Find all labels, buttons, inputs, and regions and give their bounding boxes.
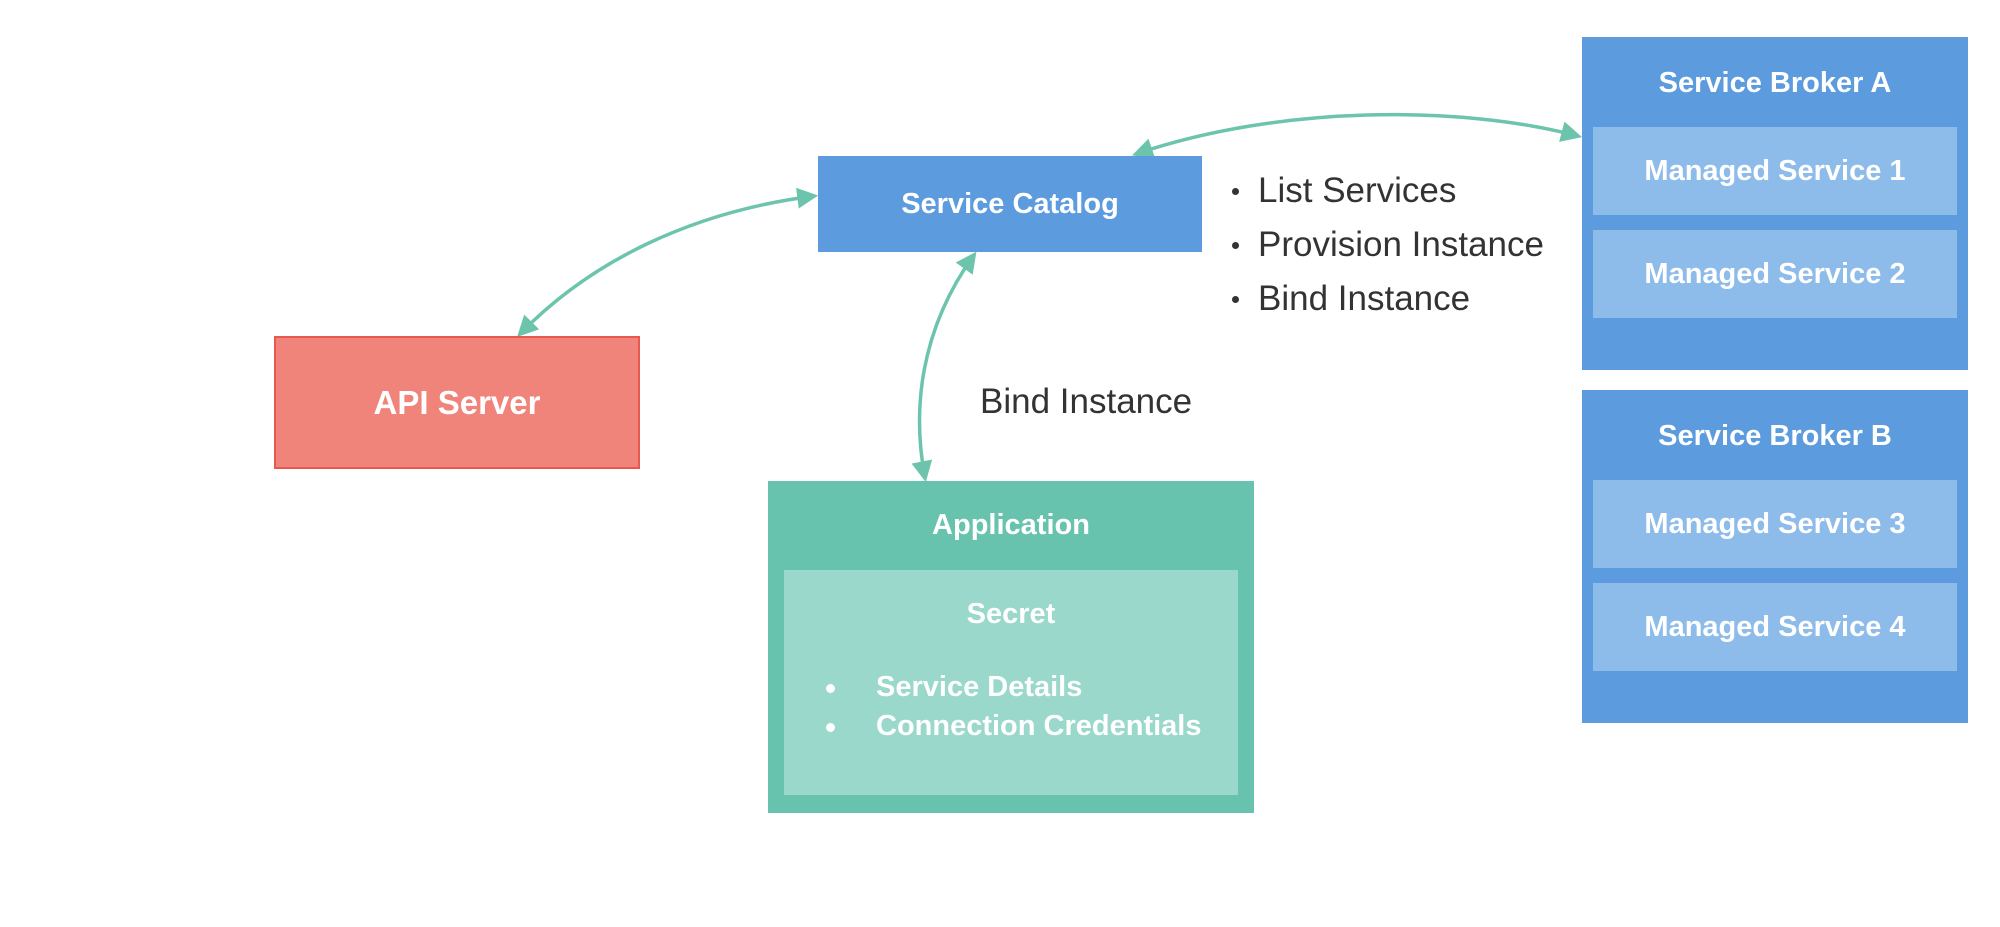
operation-label: Bind Instance [1258, 279, 1471, 318]
bind-instance-label: Bind Instance [980, 382, 1193, 421]
managed-service-label: Managed Service 2 [1644, 257, 1906, 290]
bullet-icon [1232, 242, 1239, 249]
secret-items: Service Details Connection Credentials [826, 668, 1202, 746]
secret-box: Secret Service Details Connection Creden… [784, 570, 1238, 795]
api-server-label: API Server [373, 383, 541, 421]
secret-title: Secret [966, 598, 1056, 630]
broker-title: Service Broker B [1658, 420, 1892, 452]
arrow-catalog-api-server [517, 187, 819, 338]
operation-item: Bind Instance [1228, 272, 1544, 326]
api-server-box: API Server [274, 336, 640, 469]
secret-item-label: Connection Credentials [876, 710, 1202, 742]
operation-item: List Services [1228, 164, 1544, 218]
application-box: Application Secret Service Details Conne… [768, 481, 1254, 813]
secret-item: Connection Credentials [826, 707, 1202, 746]
bullet-icon [826, 723, 835, 732]
service-catalog-box: Service Catalog [818, 156, 1202, 252]
managed-service-label: Managed Service 3 [1644, 507, 1906, 540]
broker-operations-list: List Services Provision Instance Bind In… [1228, 164, 1544, 326]
operation-label: Provision Instance [1258, 225, 1544, 264]
managed-service-box: Managed Service 4 [1593, 583, 1957, 671]
service-catalog-label: Service Catalog [901, 187, 1119, 220]
managed-service-box: Managed Service 2 [1593, 230, 1957, 318]
service-broker-b: Service Broker B Managed Service 3 Manag… [1582, 390, 1968, 723]
operation-item: Provision Instance [1228, 218, 1544, 272]
bullet-icon [1232, 188, 1239, 195]
secret-item-label: Service Details [876, 671, 1083, 703]
arrow-catalog-broker-a [1132, 112, 1583, 159]
managed-service-box: Managed Service 3 [1593, 480, 1957, 568]
application-title: Application [932, 509, 1090, 541]
secret-item: Service Details [826, 668, 1202, 707]
broker-title: Service Broker A [1658, 67, 1892, 99]
operation-label: List Services [1258, 171, 1457, 210]
arrow-catalog-application [911, 251, 977, 483]
managed-service-box: Managed Service 1 [1593, 127, 1957, 215]
bullet-icon [826, 684, 835, 693]
managed-service-label: Managed Service 1 [1644, 154, 1906, 187]
managed-service-label: Managed Service 4 [1644, 610, 1906, 643]
bullet-icon [1232, 296, 1239, 303]
service-broker-a: Service Broker A Managed Service 1 Manag… [1582, 37, 1968, 370]
